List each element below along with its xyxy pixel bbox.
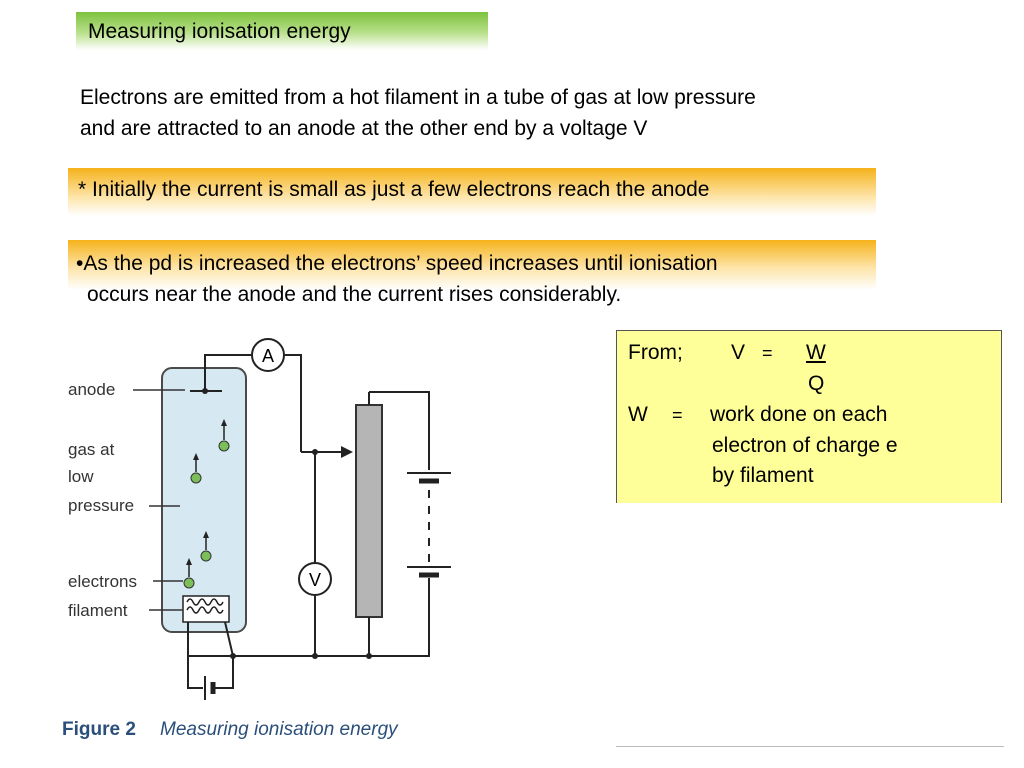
label-anode: anode xyxy=(68,380,115,399)
formula-w-symbol: W xyxy=(628,403,648,426)
figure-caption-text: Measuring ionisation energy xyxy=(160,719,399,740)
slider-arrow xyxy=(341,446,353,458)
ammeter-label: A xyxy=(262,346,274,366)
label-pressure: pressure xyxy=(68,496,134,515)
formula-definition-1: work done on each xyxy=(710,403,888,426)
bottom-divider xyxy=(616,746,1004,747)
formula-equals: = xyxy=(762,343,773,363)
heater-wire-right xyxy=(215,656,234,689)
formula-definition-2: electron of charge e xyxy=(712,434,898,457)
intro-paragraph: Electrons are emitted from a hot filamen… xyxy=(80,82,940,144)
potentiometer xyxy=(355,404,383,618)
intro-line-1: Electrons are emitted from a hot filamen… xyxy=(80,86,756,109)
bullet1-text: * Initially the current is small as just… xyxy=(78,178,710,201)
ammeter-wire xyxy=(284,354,302,452)
label-filament: filament xyxy=(68,601,128,620)
voltmeter-label: V xyxy=(309,570,321,590)
electron-group xyxy=(183,419,230,589)
slide-title: Measuring ionisation energy xyxy=(88,20,351,43)
ionisation-circuit-diagram: A V anode gas at low pressure xyxy=(62,338,451,740)
label-gas-at: gas at xyxy=(68,440,115,459)
formula-definition-3: by filament xyxy=(712,464,814,487)
formula-v: V xyxy=(731,341,746,364)
bullet2-band xyxy=(68,240,876,290)
formula-from: From; xyxy=(628,341,683,364)
bullet2-line-2: occurs near the anode and the current ri… xyxy=(87,283,622,306)
title-band xyxy=(76,12,488,50)
formula-w-equals: = xyxy=(672,405,683,425)
label-low: low xyxy=(68,467,94,486)
bullet1-band xyxy=(68,168,876,216)
filament-coil xyxy=(186,598,224,614)
formula-denominator: Q xyxy=(808,372,825,395)
intro-line-2: and are attracted to an anode at the oth… xyxy=(80,117,648,140)
filament-coil-frame xyxy=(182,595,230,623)
supply-wire-bottom xyxy=(233,578,430,657)
filament-wire-right xyxy=(224,621,234,657)
formula-numerator: W xyxy=(806,341,826,364)
heater-wire-left xyxy=(187,656,203,689)
bullet2-line-1: •As the pd is increased the electrons’ s… xyxy=(76,252,718,275)
figure-caption-number: Figure 2 xyxy=(62,719,136,740)
label-electrons: electrons xyxy=(68,572,137,591)
voltmeter-junction-bottom xyxy=(312,653,318,659)
formula-box: From; V = W Q W = work done on each elec… xyxy=(616,330,1002,503)
gas-tube xyxy=(161,367,247,633)
anode-wire xyxy=(204,354,252,391)
supply-wire-top xyxy=(369,391,430,470)
pot-junction-bottom xyxy=(366,653,372,659)
